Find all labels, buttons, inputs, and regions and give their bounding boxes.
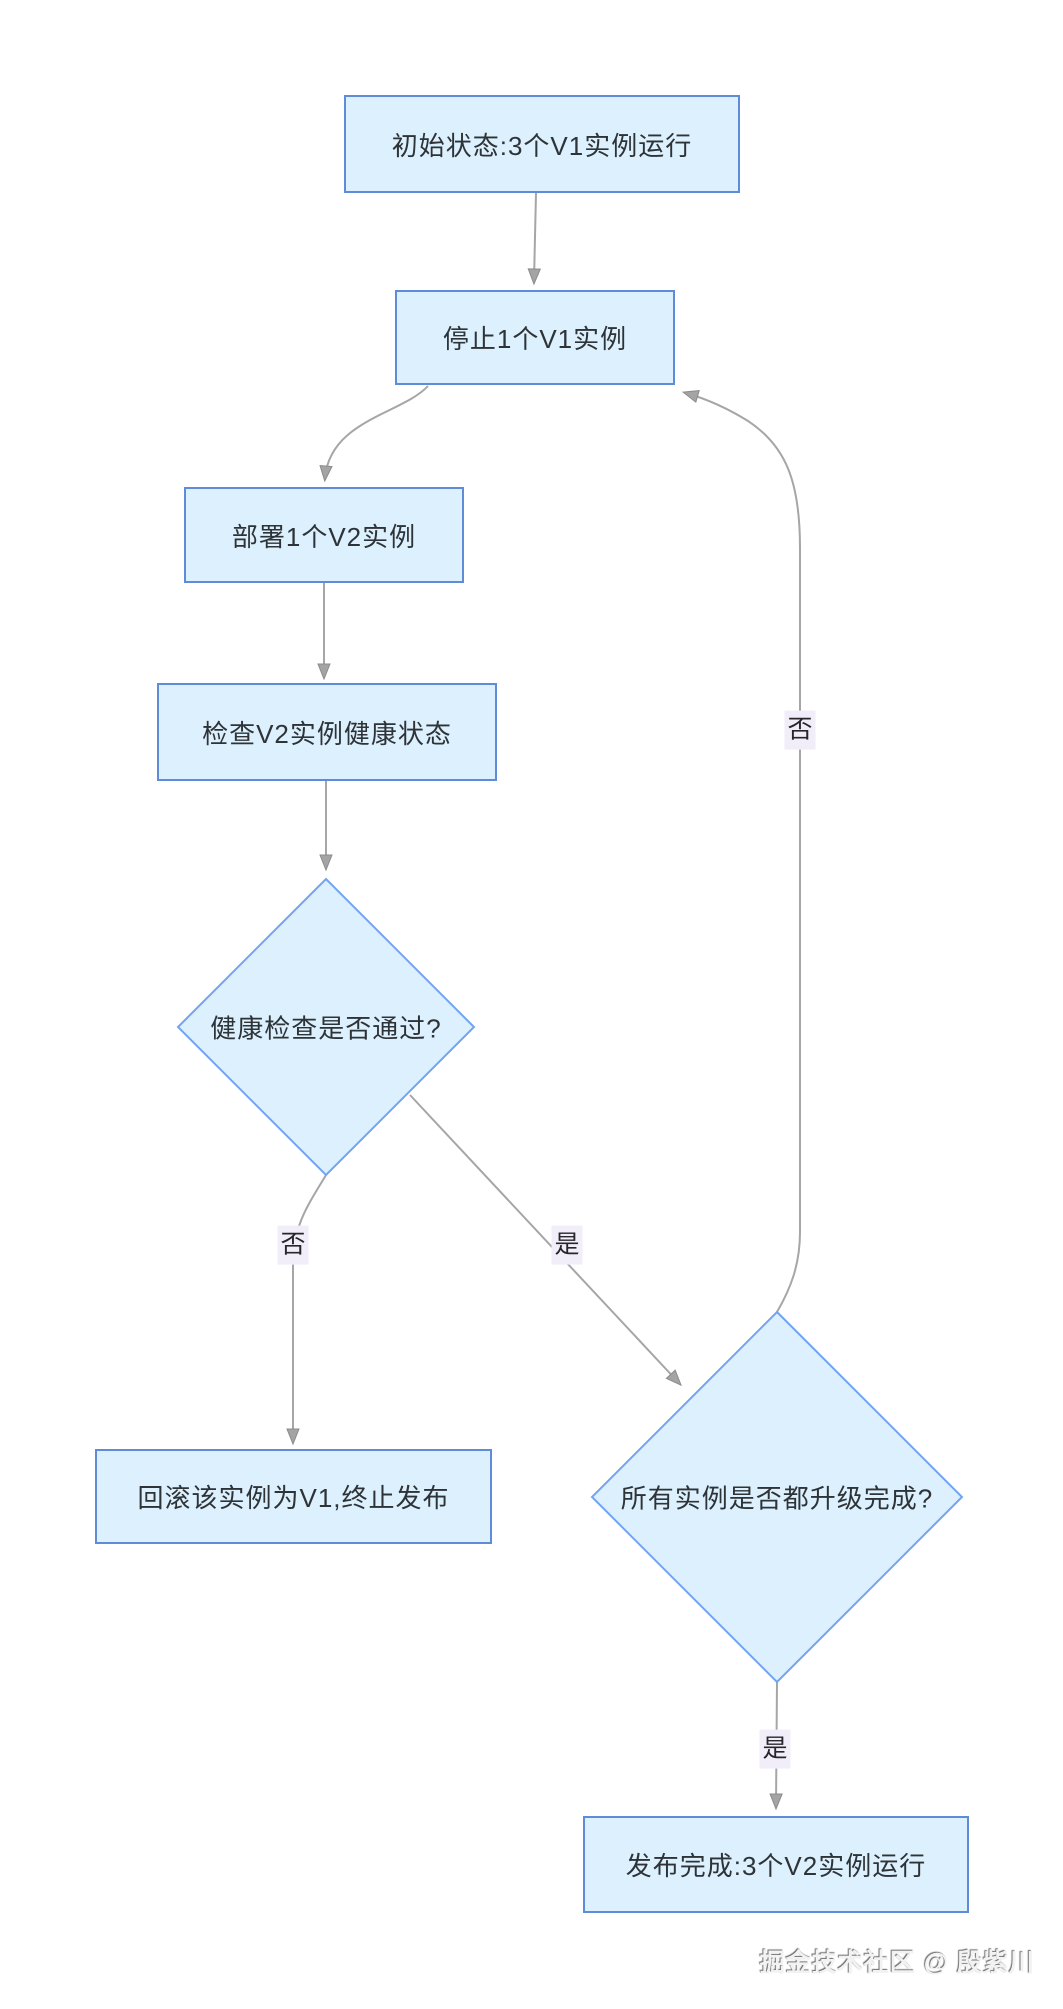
- node-complete: 发布完成:3个V2实例运行: [583, 1816, 969, 1913]
- node-rollback: 回滚该实例为V1,终止发布: [95, 1449, 492, 1544]
- edge-health-yes-to-upgraded-decision: [409, 1094, 682, 1387]
- node-check-health: 检查V2实例健康状态: [157, 683, 497, 781]
- watermark-text: 掘金技术社区 @ 殷紫川: [759, 1949, 1035, 1977]
- edge-label-health-yes: 是: [551, 1225, 583, 1265]
- upgraded-decision-diamond: [590, 1310, 964, 1684]
- edge-label-upgraded-no: 否: [784, 710, 816, 750]
- node-start: 初始状态:3个V1实例运行: [344, 95, 740, 193]
- edge-start-to-stop: [527, 192, 542, 286]
- upgraded-decision-label: 所有实例是否都升级完成?: [620, 1483, 934, 1514]
- edge-upgraded-no-to-stop: [681, 390, 801, 1313]
- health-decision-diamond: [176, 877, 476, 1177]
- edge-health-no-to-rollback: [286, 1174, 327, 1446]
- edge-label-upgraded-yes: 是: [759, 1729, 791, 1769]
- health-decision-label: 健康检查是否通过?: [210, 1013, 442, 1044]
- edge-label-health-no: 否: [277, 1225, 309, 1265]
- node-deploy-v2: 部署1个V2实例: [184, 487, 464, 583]
- node-stop-v1: 停止1个V1实例: [395, 290, 675, 385]
- edge-stop-to-deploy: [319, 385, 429, 483]
